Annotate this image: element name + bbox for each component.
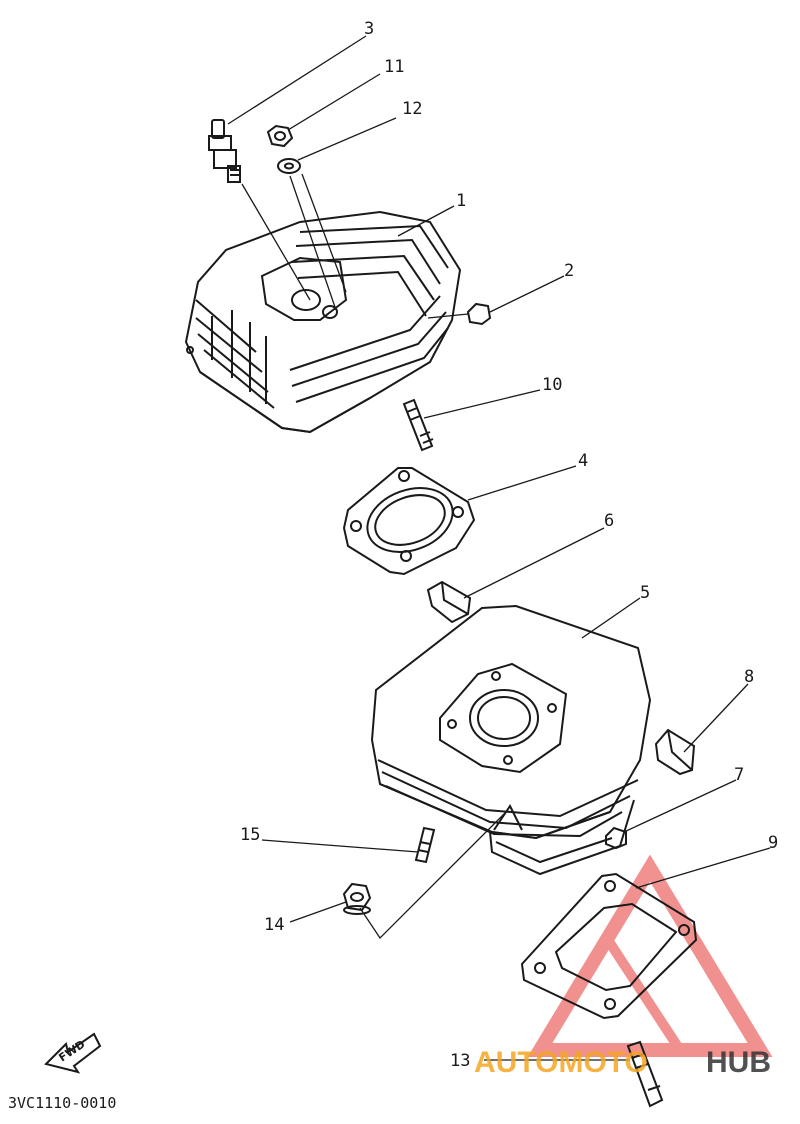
watermark-logo xyxy=(527,854,773,1057)
head-gasket-part xyxy=(342,467,476,576)
callout-1: 1 xyxy=(456,191,466,211)
callout-7: 7 xyxy=(734,765,744,785)
damper-part xyxy=(426,580,472,624)
base-gasket-part xyxy=(520,872,698,1020)
watermark-text-left: AUTOMOTO xyxy=(474,1046,648,1079)
rubber-damper-part xyxy=(654,728,696,776)
callout-8: 8 xyxy=(744,667,754,687)
long-stud-part xyxy=(626,1040,664,1108)
callout-5: 5 xyxy=(640,583,650,603)
spark-plug-part xyxy=(208,119,241,183)
callout-10: 10 xyxy=(542,375,562,395)
dowel-stud-part xyxy=(414,826,436,864)
callout-11: 11 xyxy=(384,57,404,77)
small-cap-part xyxy=(605,826,627,850)
callout-2: 2 xyxy=(564,261,574,281)
callout-13: 13 xyxy=(450,1051,470,1071)
callout-9: 9 xyxy=(768,833,778,853)
callout-12: 12 xyxy=(402,99,422,119)
callout-14: 14 xyxy=(264,915,284,935)
flange-nut-part xyxy=(342,882,372,915)
forward-arrow-icon: FWD xyxy=(44,1032,102,1074)
cylinder-head-part xyxy=(184,210,462,434)
nut-part xyxy=(266,124,294,148)
callout-3: 3 xyxy=(364,19,374,39)
callout-4: 4 xyxy=(578,451,588,471)
leader-lines xyxy=(227,35,771,1061)
callout-15: 15 xyxy=(240,825,260,845)
stud-bolt-part xyxy=(402,398,434,452)
watermark-text-right: HUB xyxy=(706,1046,771,1079)
callout-6: 6 xyxy=(604,511,614,531)
callout-labels: 3 11 12 1 2 10 4 6 5 8 7 9 15 14 13 xyxy=(240,19,778,1071)
cap-nut-part xyxy=(466,302,492,326)
washer-part xyxy=(277,158,301,174)
part-code: 3VC1110-0010 xyxy=(8,1094,116,1112)
watermark-text: AUTOMOTO HUB xyxy=(474,1046,771,1079)
